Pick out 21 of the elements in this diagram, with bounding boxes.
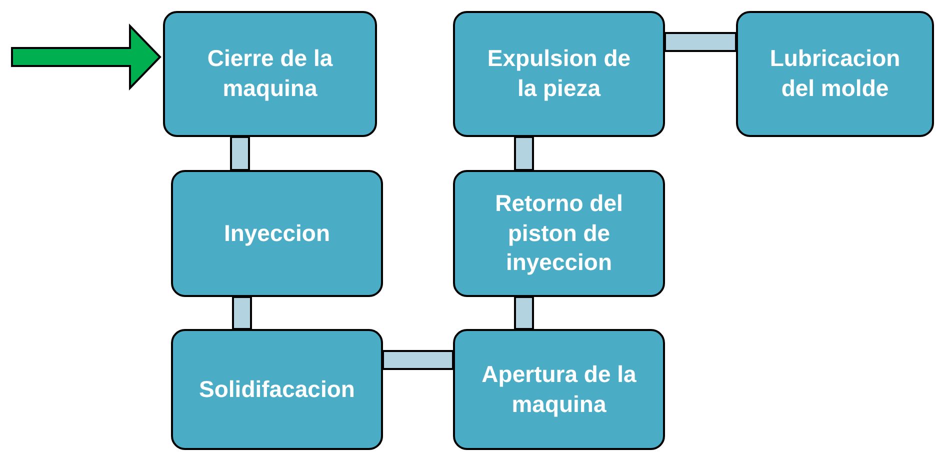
connector-bar bbox=[664, 32, 737, 52]
connector-bar bbox=[514, 136, 534, 171]
process-box bbox=[453, 329, 665, 450]
connector-bar bbox=[514, 296, 534, 330]
box-label: Apertura de la maquina bbox=[480, 360, 638, 419]
block-arrow bbox=[11, 24, 162, 90]
process-box bbox=[453, 170, 665, 297]
box-label: Expulsion de la pieza bbox=[486, 44, 632, 103]
box-label: Retorno del piston de inyeccion bbox=[494, 188, 624, 278]
box-label: Inyeccion bbox=[224, 218, 330, 248]
process-box bbox=[171, 170, 383, 297]
process-box bbox=[453, 11, 665, 137]
box-label: Solidifacacion bbox=[199, 374, 355, 404]
connector-bar bbox=[382, 350, 454, 370]
box-label: Cierre de la maquina bbox=[206, 44, 334, 103]
process-box bbox=[163, 11, 377, 137]
process-box bbox=[171, 329, 383, 450]
box-label: Lubricacion del molde bbox=[768, 44, 902, 103]
process-box bbox=[736, 11, 934, 137]
connector-bar bbox=[232, 296, 252, 330]
connector-bar bbox=[230, 136, 250, 171]
